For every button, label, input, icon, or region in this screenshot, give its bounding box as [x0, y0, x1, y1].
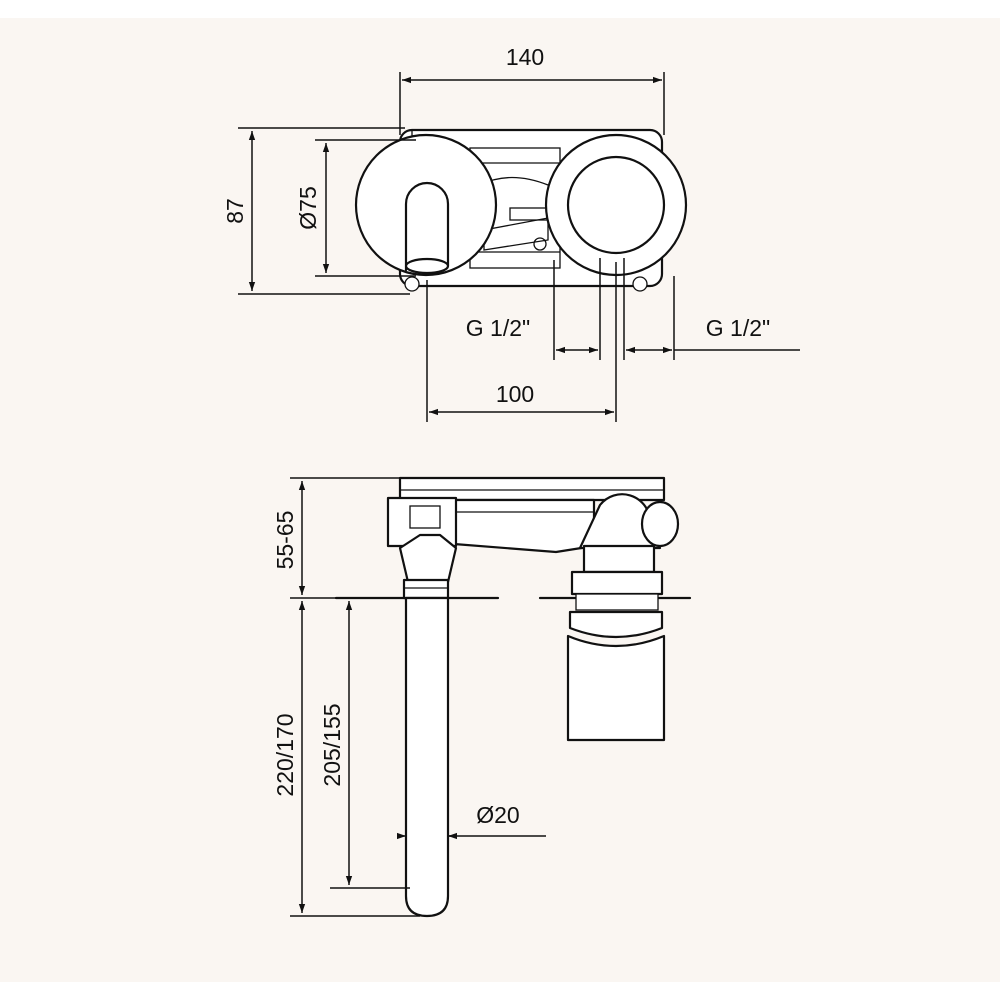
dim-depth: 55-65 — [272, 477, 404, 599]
dim-spout-length-inner: 205/155 — [319, 601, 410, 889]
mixer-handle-plate — [544, 133, 688, 277]
spout — [404, 596, 450, 918]
label-spacing: 100 — [496, 381, 534, 407]
side-view — [334, 476, 692, 918]
dim-height: 87 — [222, 127, 410, 295]
spout-cover-plate — [354, 133, 498, 277]
spout-flange — [402, 578, 450, 600]
dim-inlet-left: G 1/2" — [466, 258, 601, 360]
dim-inlet-right: G 1/2" — [623, 258, 800, 360]
label-spout-length-inner: 205/155 — [319, 703, 345, 786]
dim-spout-length-outer: 220/170 — [272, 601, 420, 917]
label-plate-diameter: Ø75 — [295, 186, 321, 229]
label-spout-diameter: Ø20 — [476, 802, 519, 828]
label-height: 87 — [222, 198, 248, 224]
label-inlet-left: G 1/2" — [466, 315, 530, 341]
label-depth: 55-65 — [272, 511, 298, 570]
front-view — [354, 128, 688, 292]
label-inlet-right: G 1/2" — [706, 315, 770, 341]
dim-spout-diameter: Ø20 — [397, 802, 546, 840]
label-overall-width: 140 — [506, 44, 544, 70]
label-spout-length-outer: 220/170 — [272, 713, 298, 796]
wall-box — [386, 476, 680, 584]
dim-spacing: 100 — [426, 262, 617, 422]
mixer-handle — [566, 570, 666, 742]
dim-overall-width: 140 — [399, 44, 665, 135]
dim-plate-diameter: Ø75 — [295, 139, 416, 277]
